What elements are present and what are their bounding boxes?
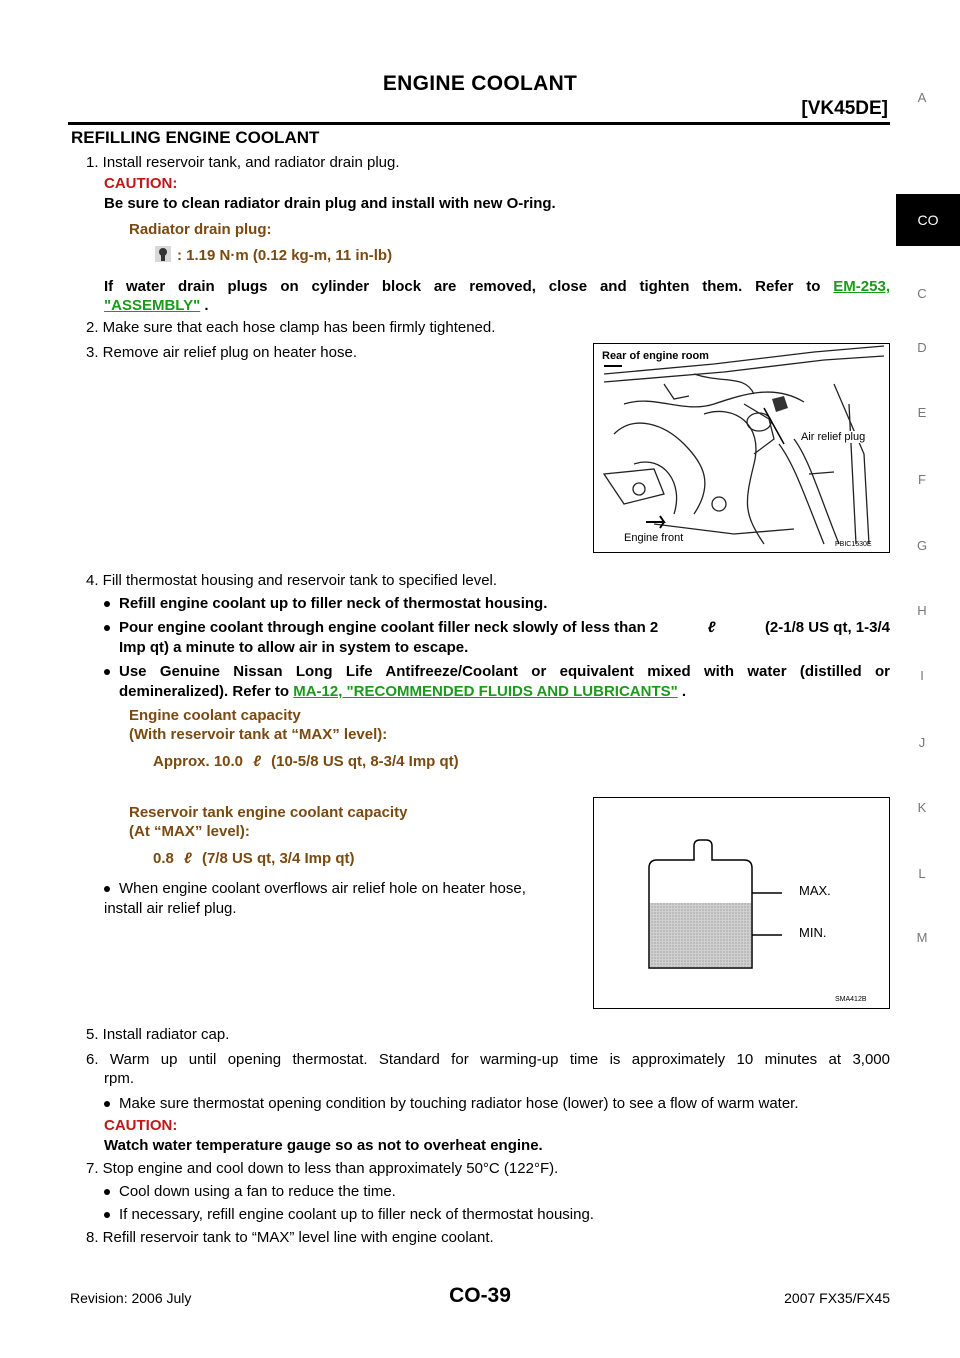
tab-l[interactable]: L [918,866,926,881]
caution-label-1: CAUTION: [104,175,178,192]
step-3: 3. Remove air relief plug on heater hose… [86,344,357,361]
liter-symbol: ℓ [707,619,716,636]
step-4-bullet-2: Pour engine coolant through engine coola… [104,618,890,658]
tab-d[interactable]: D [917,340,927,355]
footer-model: 2007 FX35/FX45 [784,1290,890,1306]
engine-model: [VK45DE] [801,98,888,119]
tab-j[interactable]: J [918,735,926,750]
tab-co-active[interactable]: CO [896,194,960,246]
step-6: 6. Warm up until opening thermostat. Sta… [86,1051,890,1087]
section-heading: REFILLING ENGINE COOLANT [71,128,320,147]
link-assembly[interactable]: "ASSEMBLY" [104,297,201,314]
step-7-bullet-1: Cool down using a fan to reduce the time… [104,1182,890,1202]
link-em-253[interactable]: EM-253, [833,278,890,295]
tab-k[interactable]: K [917,800,927,815]
step-4-bullet-1: Refill engine coolant up to filler neck … [104,594,890,614]
step-7-bullet-2: If necessary, refill engine coolant up t… [104,1205,890,1225]
caution-label-2: CAUTION: [104,1117,178,1134]
coolant-capacity-label: Engine coolant capacity (With reservoir … [129,707,388,743]
caution-text-1: Be sure to clean radiator drain plug and… [104,195,556,212]
max-mark: MAX. [799,883,831,898]
tab-f[interactable]: F [918,472,926,487]
coolant-capacity-value: Approx. 10.0 ℓ (10-5/8 US qt, 8-3/4 Imp … [153,753,459,770]
torque-wrench-icon [155,246,171,262]
caution-text-2: Watch water temperature gauge so as not … [104,1137,543,1154]
reservoir-tank-illustration: MAX. MIN. SMA412B [648,839,867,1003]
drain-plug-spec-label: Radiator drain plug: [129,221,272,238]
tab-g[interactable]: G [916,538,928,553]
step-7: 7. Stop engine and cool down to less tha… [86,1160,559,1177]
bullet-dot [104,886,110,892]
reservoir-tank-figure: MAX. MIN. SMA412B [593,797,890,1009]
bullet-dot [104,1101,110,1107]
step-4-bullet-3: Use Genuine Nissan Long Life Antifreeze/… [104,662,890,702]
figure1-code: PBIC1530E [835,541,872,548]
reservoir-capacity-value: 0.8 ℓ (7/8 US qt, 3/4 Imp qt) [153,850,355,867]
step-8: 8. Refill reservoir tank to “MAX” level … [86,1229,494,1246]
step-5: 5. Install radiator cap. [86,1026,230,1043]
figure1-label-relief: Air relief plug [799,431,868,443]
bullet-dot [104,625,110,631]
engine-room-illustration [594,344,889,552]
tab-c[interactable]: C [917,286,927,301]
figure1-label-top: Rear of engine room [600,350,711,362]
bullet-dot [104,601,110,607]
header-rule [68,122,890,125]
figure2-code: SMA412B [835,996,867,1003]
tab-h[interactable]: H [917,603,927,618]
drain-plug-note: If water drain plugs on cylinder block a… [104,277,890,296]
tab-e[interactable]: E [917,405,927,420]
bullet-dot [104,669,110,675]
reservoir-capacity-label: Reservoir tank engine coolant capacity (… [129,804,408,840]
step-4: 4. Fill thermostat housing and reservoir… [86,572,498,589]
drain-plug-torque: : 1.19 N·m (0.12 kg-m, 11 in-lb) [177,247,393,264]
tab-a[interactable]: A [917,90,927,105]
engine-room-figure: Rear of engine room Air relief plug Engi… [593,343,890,553]
bullet-dot [104,1212,110,1218]
page-number: CO-39 [449,1284,511,1307]
figure1-label-front: Engine front [622,532,686,544]
drain-plug-note-text: If water drain plugs on cylinder block a… [104,278,821,295]
drain-plug-note-line2: "ASSEMBLY" . [104,297,209,314]
tab-m[interactable]: M [916,930,928,945]
page-title: ENGINE COOLANT [382,72,578,95]
step-2: 2. Make sure that each hose clamp has be… [86,319,496,336]
link-ma-12[interactable]: MA-12, "RECOMMENDED FLUIDS AND LUBRICANT… [293,683,678,700]
min-mark: MIN. [799,925,826,940]
step-6-bullet-1: Make sure thermostat opening condition b… [104,1094,890,1114]
bullet-dot [104,1189,110,1195]
step-4-bullet-4: When engine coolant overflows air relief… [104,880,526,917]
footer-revision: Revision: 2006 July [70,1290,192,1306]
step-1: 1. Install reservoir tank, and radiator … [86,154,400,171]
tab-i[interactable]: I [920,668,924,683]
